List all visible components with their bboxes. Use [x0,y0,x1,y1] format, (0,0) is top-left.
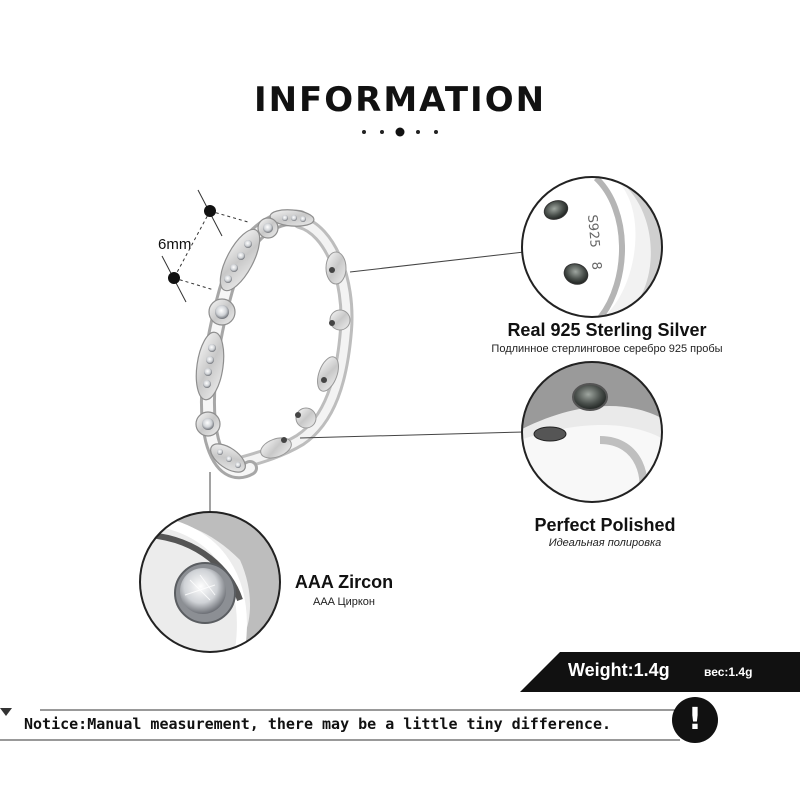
polished-feature-title: Perfect Polished [534,515,676,535]
divider-dot [380,130,384,134]
silver-feature-subtitle: Подлинное стерлинговое серебро 925 пробы [491,343,723,355]
callout-line-silver [349,251,525,273]
title-divider-dots [362,127,438,137]
detail-circle-silver-stamp: S925 8 [521,176,663,318]
exclamation-icon: ! [672,697,718,743]
page-title: INFORMATION [253,80,547,120]
silver-feature-title: Real 925 Sterling Silver [507,320,707,340]
divider-dot [434,130,438,134]
callout-line-polished [299,431,525,439]
engraving-s925: S925 [584,214,602,248]
width-dimension-marker [161,189,249,303]
zircon-feature-title: AAA Zircon [294,572,394,592]
polished-feature-subtitle: Идеальная полировка [548,537,662,549]
weight-label: Weight:1.4g [568,660,670,680]
detail-circle-zircon [139,511,281,653]
weight-label-ru: вес:1.4g [704,665,753,679]
detail-circle-polished [521,361,663,503]
ring-image [195,209,354,480]
zircon-feature-subtitle: AAA Циркон [313,596,375,608]
engraving-size: 8 [588,261,604,271]
divider-dot [416,130,420,134]
divider-dot-center [395,127,405,137]
weight-bar [520,652,800,692]
divider-dot [362,130,366,134]
width-dimension-label: 6mm [158,236,192,253]
notice-text: Notice:Manual measurement, there may be … [24,715,611,733]
